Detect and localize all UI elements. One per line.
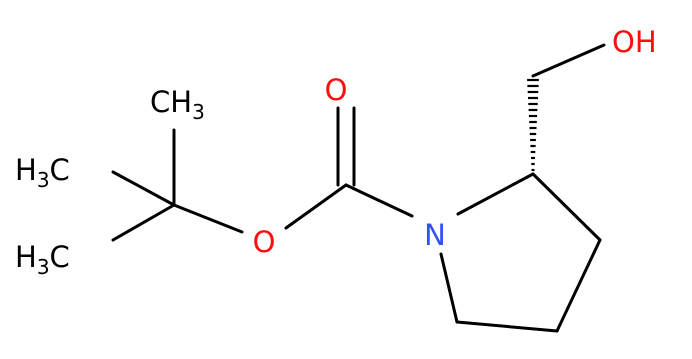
stereo-hashed-wedge: [527, 78, 539, 172]
carbonyl-oxygen-label: O: [325, 73, 348, 107]
ester-oxygen-label: O: [253, 225, 276, 259]
bond-c4-c5: [455, 320, 559, 333]
bond-carbonyl-c-n: [344, 183, 414, 218]
methyl-top-label: CH3: [150, 85, 205, 124]
bond-cq-ester-o: [172, 203, 244, 234]
bond-c5-n: [439, 252, 459, 324]
bond-ch2-oh: [531, 43, 606, 78]
methyl-mid-label: H3C: [15, 153, 70, 192]
methyl-bot-label: H3C: [15, 240, 70, 279]
bond-n-c2: [456, 172, 535, 216]
hydroxyl-label: OH: [612, 25, 657, 59]
methyl-bot-main: H: [15, 240, 37, 274]
methyl-top-main: CH: [150, 85, 192, 119]
atom-labels: OH O O N CH3 H3C H3C: [15, 25, 657, 279]
methyl-mid-tail: C: [50, 153, 70, 187]
methyl-mid-main: H: [15, 153, 37, 187]
methyl-mid-sub: 3: [37, 168, 50, 192]
bond-ester-o-carbonyl-c: [284, 183, 348, 230]
methyl-top-sub: 3: [192, 100, 205, 124]
methyl-bot-sub: 3: [37, 255, 50, 279]
nitrogen-label: N: [424, 218, 446, 252]
bond-cq-ch3-mid: [111, 170, 176, 207]
bond-c2-c3: [531, 172, 602, 242]
methyl-bot-tail: C: [50, 240, 70, 274]
bonds: [111, 43, 606, 333]
bond-c3-c4: [555, 238, 602, 333]
bond-cq-ch3-bot: [111, 203, 176, 242]
